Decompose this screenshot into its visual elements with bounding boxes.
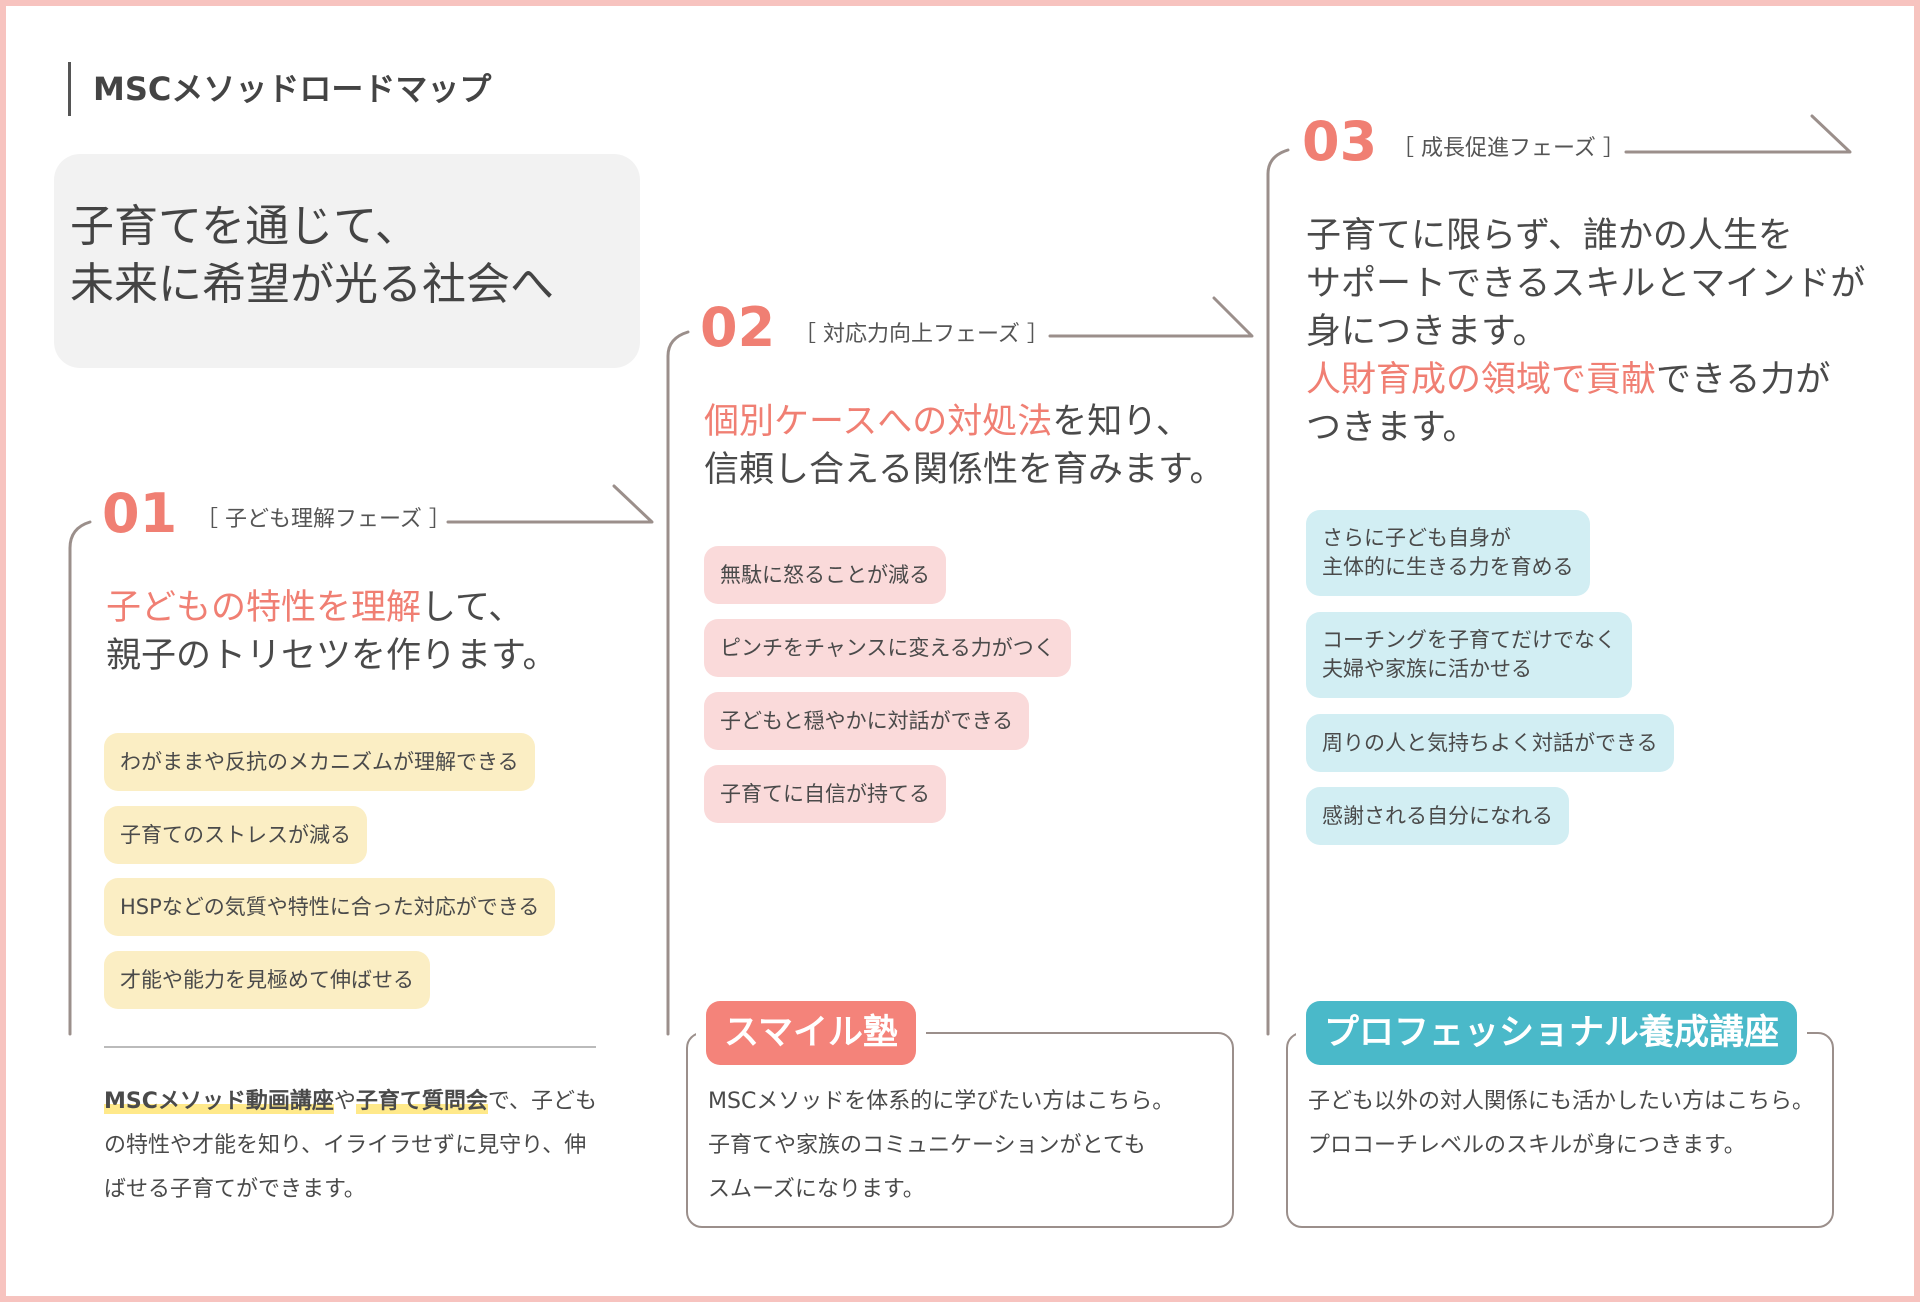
- step-03-headline-rest: できる力が: [1656, 360, 1831, 400]
- smile-juku-title[interactable]: スマイル塾: [706, 1001, 916, 1065]
- smile-juku-description: MSCメソッドを体系的に学びたい方はこちら。 子育てや家族のコミュニケーションが…: [708, 1080, 1228, 1212]
- pro-course-title[interactable]: プロフェッショナル養成講座: [1306, 1001, 1798, 1065]
- tagline-line-1: 子育てを通じて、: [70, 201, 419, 252]
- mark-qa-session: 子育て質問会: [355, 1089, 488, 1114]
- step-01-headline-rest: して、: [421, 588, 524, 628]
- pill-line: さらに子ども自身が: [1322, 526, 1511, 550]
- step-01-phase-label: ［ 子ども理解フェーズ ］: [196, 507, 451, 532]
- smile-juku-course-card[interactable]: MSCメソッドを体系的に学びたい方はこちら。 子育てや家族のコミュニケーションが…: [686, 1032, 1234, 1228]
- step-02-headline-highlight: 個別ケースへの対処法: [704, 402, 1053, 442]
- step-02-number: 02: [700, 296, 776, 359]
- mark-video-course: MSCメソッド動画講座: [104, 1089, 334, 1114]
- course-desc-line: スムーズになります。: [708, 1177, 925, 1202]
- step-03-headline: 子育てに限らず、誰かの人生を サポートできるスキルとマインドが 身につきます。 …: [1306, 212, 1865, 452]
- step-01-arrow: [446, 484, 654, 524]
- step-01-divider: [104, 1046, 596, 1048]
- note-text-1: で、子ども: [487, 1089, 598, 1114]
- step-03-headline-line-5: つきます。: [1306, 408, 1478, 448]
- step-03-headline-line-3: 身につきます。: [1306, 312, 1548, 352]
- step-01-headline-line-2: 親子のトリセツを作ります。: [106, 636, 558, 676]
- step-02-benefit-pill: ピンチをチャンスに変える力がつく: [704, 619, 1071, 677]
- note-connector: や: [333, 1089, 356, 1114]
- step-03-benefit-pill: さらに子ども自身が 主体的に生きる力を育める: [1306, 510, 1590, 596]
- step-01-benefit-pill: わがままや反抗のメカニズムが理解できる: [104, 733, 535, 791]
- step-02-headline: 個別ケースへの対処法を知り、 信頼し合える関係性を育みます。: [704, 398, 1224, 494]
- note-text-2: の特性や才能を知り、イライラせずに見守り、伸: [104, 1133, 587, 1158]
- step-03-benefit-pill: 周りの人と気持ちよく対話ができる: [1306, 714, 1674, 772]
- step-03-number: 03: [1302, 110, 1378, 173]
- pill-line: 主体的に生きる力を育める: [1322, 555, 1574, 579]
- step-01-note: MSCメソッド動画講座や子育て質問会で、子ども の特性や才能を知り、イライラせず…: [104, 1080, 604, 1212]
- step-02-vertical-line: [666, 330, 690, 1036]
- step-02-benefit-pill: 無駄に怒ることが減る: [704, 546, 946, 604]
- tagline-line-2: 未来に希望が光る社会へ: [70, 259, 554, 310]
- pill-line: 夫婦や家族に活かせる: [1322, 657, 1532, 681]
- tagline-box: 子育てを通じて、 未来に希望が光る社会へ: [54, 154, 640, 368]
- step-02-headline-rest: を知り、: [1052, 402, 1191, 442]
- pro-course-description: 子ども以外の対人関係にも活かしたい方はこちら。 プロコーチレベルのスキルが身につ…: [1308, 1080, 1834, 1168]
- step-02-benefit-pill: 子どもと穏やかに対話ができる: [704, 692, 1030, 750]
- step-03-headline-line-2: サポートできるスキルとマインドが: [1306, 264, 1866, 304]
- page-title: MSCメソッドロードマップ: [68, 62, 491, 116]
- step-03-benefit-pill: コーチングを子育てだけでなく 夫婦や家族に活かせる: [1306, 612, 1632, 698]
- step-02-arrow: [1048, 296, 1254, 338]
- step-03-benefit-pill: 感謝される自分になれる: [1306, 787, 1569, 845]
- step-02-headline-line-2: 信頼し合える関係性を育みます。: [704, 450, 1225, 490]
- course-desc-line: 子育てや家族のコミュニケーションがとても: [708, 1133, 1146, 1158]
- step-03-headline-highlight: 人財育成の領域で貢献: [1306, 360, 1657, 400]
- course-desc-line: 子ども以外の対人関係にも活かしたい方はこちら。: [1308, 1089, 1815, 1114]
- step-01-vertical-line: [68, 520, 92, 1036]
- step-01-benefit-pill: 才能や能力を見極めて伸ばせる: [104, 951, 430, 1009]
- step-03-arrow: [1624, 114, 1852, 154]
- note-text-3: ばせる子育てができます。: [104, 1177, 366, 1202]
- step-01-benefit-pill: 子育てのストレスが減る: [104, 806, 367, 864]
- step-01-headline-highlight: 子どもの特性を理解: [106, 588, 422, 628]
- step-03-headline-line-1: 子育てに限らず、誰かの人生を: [1306, 216, 1793, 256]
- step-02-phase-label: ［ 対応力向上フェーズ ］: [794, 322, 1049, 347]
- step-01-headline: 子どもの特性を理解して、 親子のトリセツを作ります。: [106, 584, 558, 680]
- pill-line: コーチングを子育てだけでなく: [1322, 628, 1616, 652]
- step-03-vertical-line: [1266, 148, 1290, 1036]
- step-03-phase-label: ［ 成長促進フェーズ ］: [1392, 136, 1625, 161]
- step-02-benefit-pill: 子育てに自信が持てる: [704, 765, 946, 823]
- step-01-benefit-pill: HSPなどの気質や特性に合った対応ができる: [104, 878, 556, 936]
- step-01-number: 01: [102, 482, 178, 545]
- course-desc-line: MSCメソッドを体系的に学びたい方はこちら。: [708, 1089, 1175, 1114]
- course-desc-line: プロコーチレベルのスキルが身につきます。: [1308, 1133, 1746, 1158]
